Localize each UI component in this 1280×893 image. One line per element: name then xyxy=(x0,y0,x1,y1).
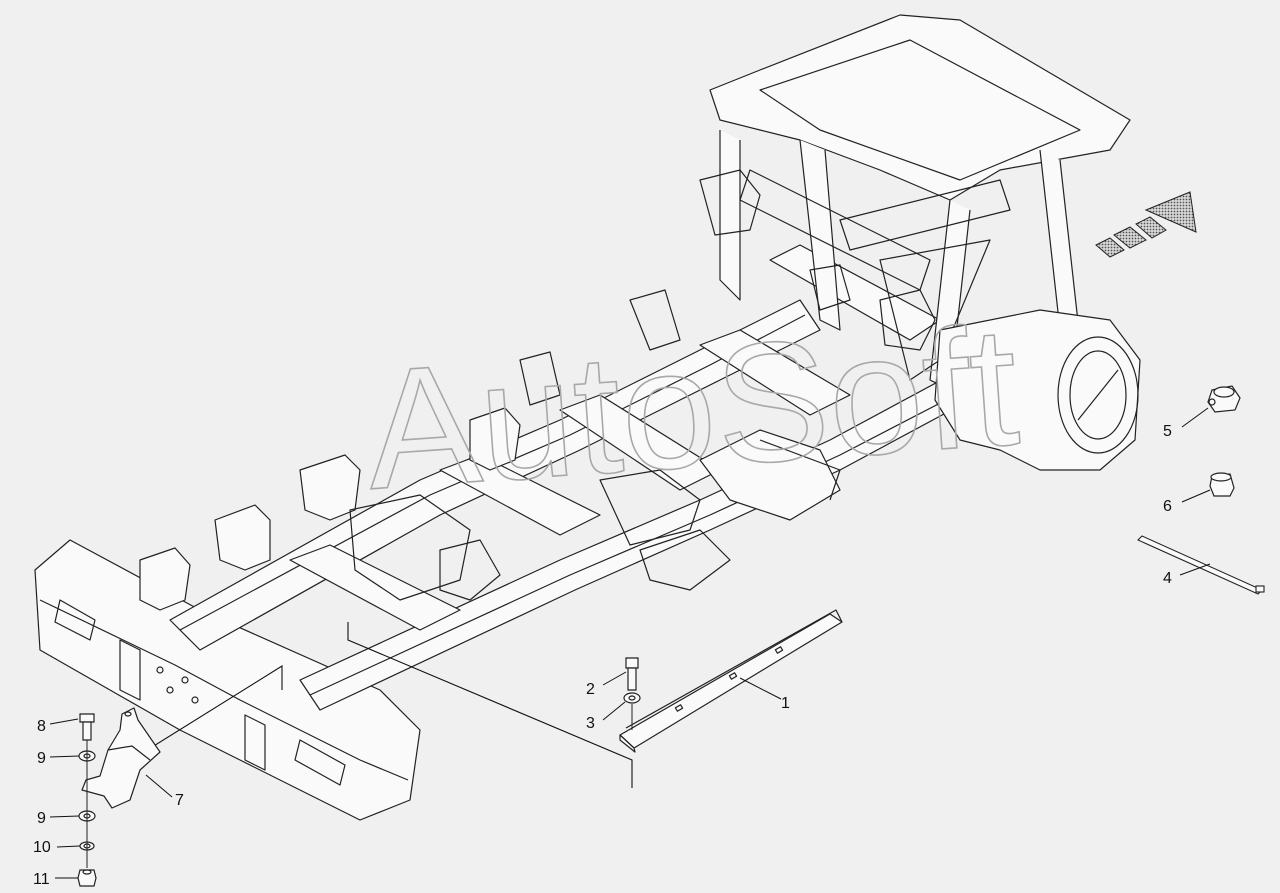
callout-11: 11 xyxy=(33,871,50,888)
direction-arrow-icon xyxy=(1095,191,1197,258)
part-1-reinforcement-bar xyxy=(619,609,843,753)
callout-3: 3 xyxy=(586,715,595,732)
part-8-bolt xyxy=(79,713,95,741)
part-6-clip xyxy=(1209,472,1235,497)
part-3-washer xyxy=(623,692,641,704)
part-7-bracket xyxy=(81,707,161,809)
callout-8: 8 xyxy=(37,718,46,735)
callout-labels: 1 2 3 4 5 6 7 8 9 9 10 11 xyxy=(33,423,1172,888)
callout-10: 10 xyxy=(33,839,51,856)
callout-7: 7 xyxy=(175,792,184,809)
callout-2: 2 xyxy=(586,681,595,698)
callout-9-upper: 9 xyxy=(37,750,46,767)
vehicle-frame xyxy=(34,14,1141,821)
callout-1: 1 xyxy=(781,695,790,712)
assembly-lines xyxy=(95,622,633,788)
callout-4: 4 xyxy=(1163,570,1172,587)
callout-9-lower: 9 xyxy=(37,810,46,827)
watermark-text: AutoSoft xyxy=(360,291,1024,526)
part-11-nut xyxy=(77,869,97,887)
part-4-cable-tie xyxy=(1137,535,1265,595)
part-5-clamp xyxy=(1207,385,1241,413)
part-2-bolt xyxy=(625,657,639,691)
callout-5: 5 xyxy=(1163,423,1172,440)
callout-6: 6 xyxy=(1163,498,1172,515)
callout-leaders xyxy=(49,407,1211,879)
